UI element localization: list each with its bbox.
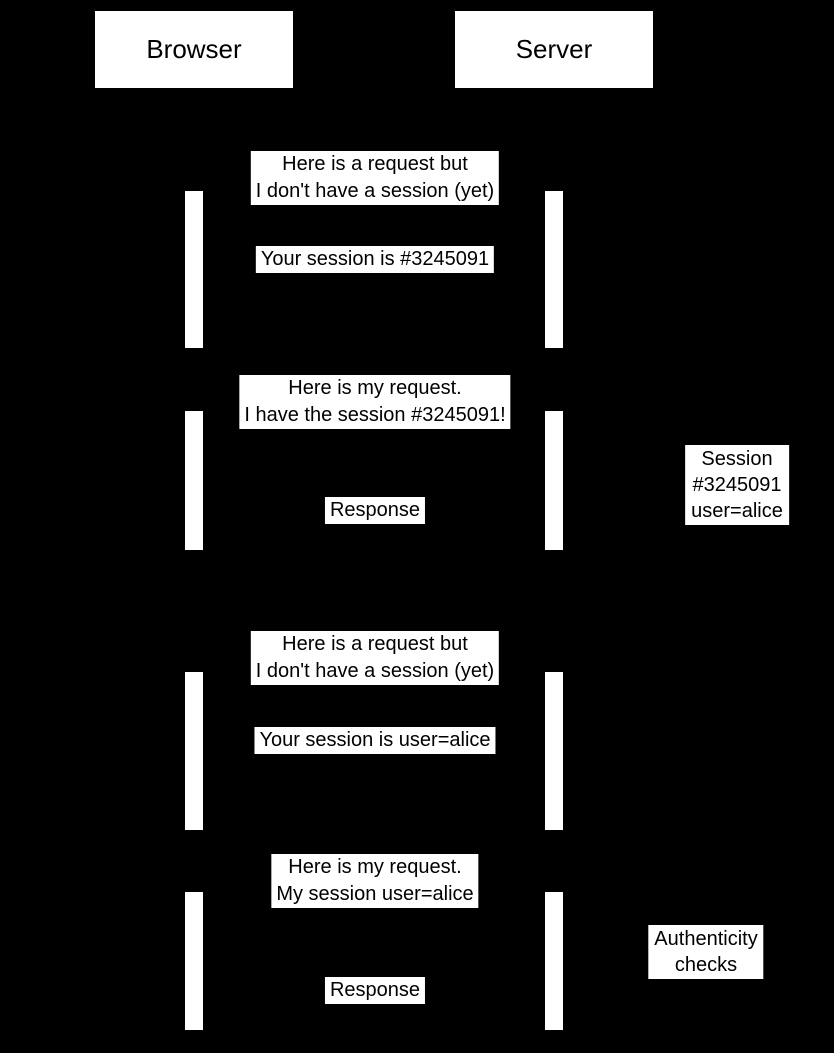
message-request-no-session-2: Here is a request but I don't have a ses… [250, 631, 500, 685]
actor-box-browser: Browser [95, 11, 293, 88]
actor-label-server: Server [515, 34, 593, 64]
note-authenticity-checks: Authenticity checks [648, 925, 764, 979]
message-session-id-assigned: Your session is #3245091 [255, 246, 495, 273]
activation-bar-browser-2 [185, 411, 203, 550]
activation-bar-browser-1 [185, 191, 203, 348]
message-response-1: Response [324, 497, 426, 524]
actor-box-server: Server [455, 11, 653, 88]
activation-bar-browser-4 [185, 892, 203, 1030]
activation-bar-server-3 [545, 672, 563, 830]
message-request-with-session-id: Here is my request. I have the session #… [239, 375, 511, 429]
actor-label-browser: Browser [146, 34, 242, 64]
activation-bar-browser-3 [185, 672, 203, 830]
message-request-with-session-user: Here is my request. My session user=alic… [271, 854, 479, 908]
message-session-user-assigned: Your session is user=alice [254, 727, 496, 754]
activation-bar-server-2 [545, 411, 563, 550]
activation-bar-server-4 [545, 892, 563, 1030]
message-request-no-session-1: Here is a request but I don't have a ses… [250, 151, 500, 205]
activation-bar-server-1 [545, 191, 563, 348]
message-response-2: Response [324, 977, 426, 1004]
note-session-store: Session #3245091 user=alice [685, 445, 789, 525]
